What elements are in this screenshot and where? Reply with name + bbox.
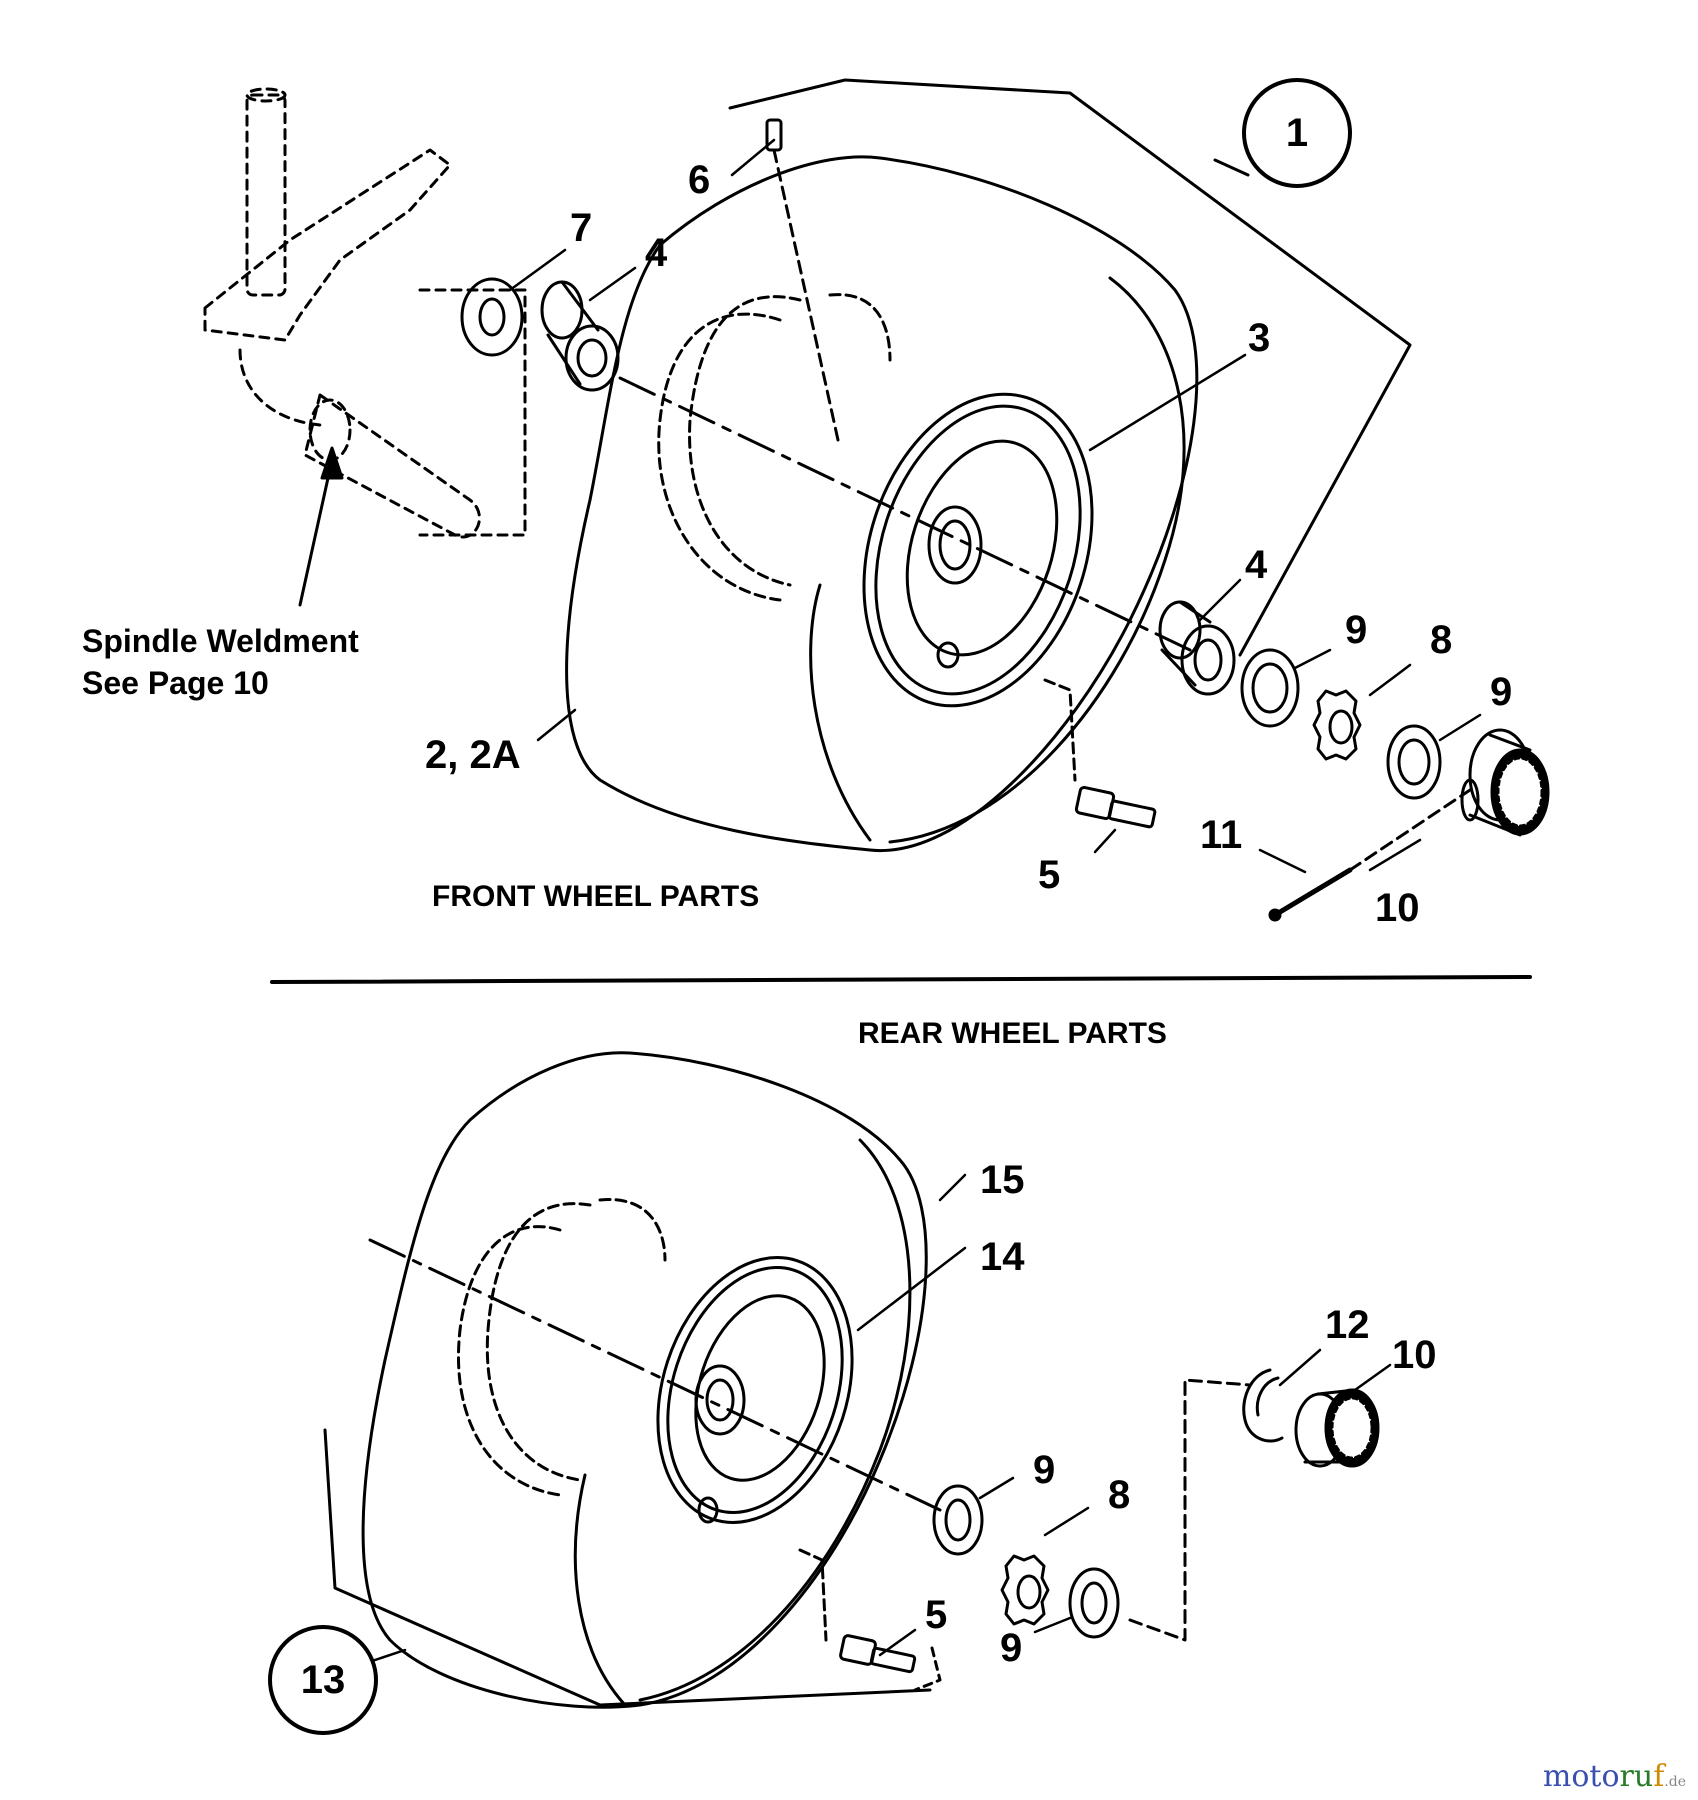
grease-fitting-6 <box>765 118 840 442</box>
rear-callout-5: 5 <box>925 1593 948 1637</box>
front-leaders <box>508 138 1482 874</box>
front-assembly-bracket <box>728 78 1412 657</box>
callout-assembly-1: 1 <box>1242 78 1352 188</box>
spindle-note-line1: Spindle Weldment <box>82 623 359 659</box>
front-tire <box>565 155 1199 853</box>
section-rear-label: REAR WHEEL PARTS <box>858 1017 1167 1050</box>
callout-4-right: 4 <box>1245 543 1268 587</box>
rear-callout-8: 8 <box>1108 1473 1131 1517</box>
spindle-leader-arrow <box>320 446 344 480</box>
callout-assembly-13: 13 <box>268 1625 378 1735</box>
rear-washer-9-a <box>932 1484 984 1556</box>
rear-callout-12: 12 <box>1325 1303 1370 1347</box>
valve-stem-5-rear <box>798 1548 942 1692</box>
rear-hubcap-10 <box>1294 1388 1380 1468</box>
washer-9-b <box>1386 724 1442 800</box>
rear-axle-line <box>368 1238 942 1512</box>
callout-3: 3 <box>1248 316 1271 360</box>
callout-4-left: 4 <box>645 231 668 275</box>
callout-8: 8 <box>1430 618 1453 662</box>
callout-9-a: 9 <box>1345 608 1368 652</box>
callout-10: 10 <box>1375 886 1420 930</box>
washer-9-a <box>1240 648 1300 728</box>
cotter-pin-11 <box>1268 788 1472 922</box>
rear-tire <box>361 1051 928 1709</box>
spindle-leader <box>298 458 334 607</box>
spindle-weldment <box>203 87 527 539</box>
watermark-logo: motoruf.de <box>1542 1759 1686 1794</box>
rear-leaders <box>358 1173 1392 1667</box>
bushing-4-left <box>540 280 620 392</box>
rear-callout-9-b: 9 <box>1000 1626 1023 1670</box>
front-axle-line <box>618 376 1192 652</box>
section-front-label: FRONT WHEEL PARTS <box>432 880 760 913</box>
callout-9-b: 9 <box>1490 670 1513 714</box>
rear-callout-14: 14 <box>980 1235 1025 1279</box>
callout-5: 5 <box>1038 853 1061 897</box>
rear-assembly-bracket <box>323 1428 932 1707</box>
callout-7: 7 <box>570 206 593 250</box>
spindle-note-line2: See Page 10 <box>82 665 269 701</box>
callout-11: 11 <box>1200 813 1243 857</box>
rear-callout-9-a: 9 <box>1033 1448 1056 1492</box>
section-divider <box>270 975 1532 984</box>
rear-callout-10: 10 <box>1392 1333 1437 1377</box>
front-rim <box>862 392 1094 708</box>
rear-callout-15: 15 <box>980 1158 1025 1202</box>
valve-stem-5-front <box>1043 678 1157 829</box>
callout-6: 6 <box>688 158 711 202</box>
rear-hardware-bracket <box>1128 1378 1252 1642</box>
rear-star-washer-8 <box>1000 1554 1050 1626</box>
e-clip-12 <box>1242 1368 1284 1443</box>
rear-rim <box>656 1256 854 1524</box>
callout-2-2a: 2, 2A <box>425 733 521 777</box>
bushing-4-right <box>1158 600 1236 696</box>
rear-washer-9-b <box>1068 1567 1120 1639</box>
star-washer-8 <box>1312 689 1362 761</box>
washer-7 <box>460 277 524 357</box>
hubcap-10 <box>1460 728 1550 837</box>
